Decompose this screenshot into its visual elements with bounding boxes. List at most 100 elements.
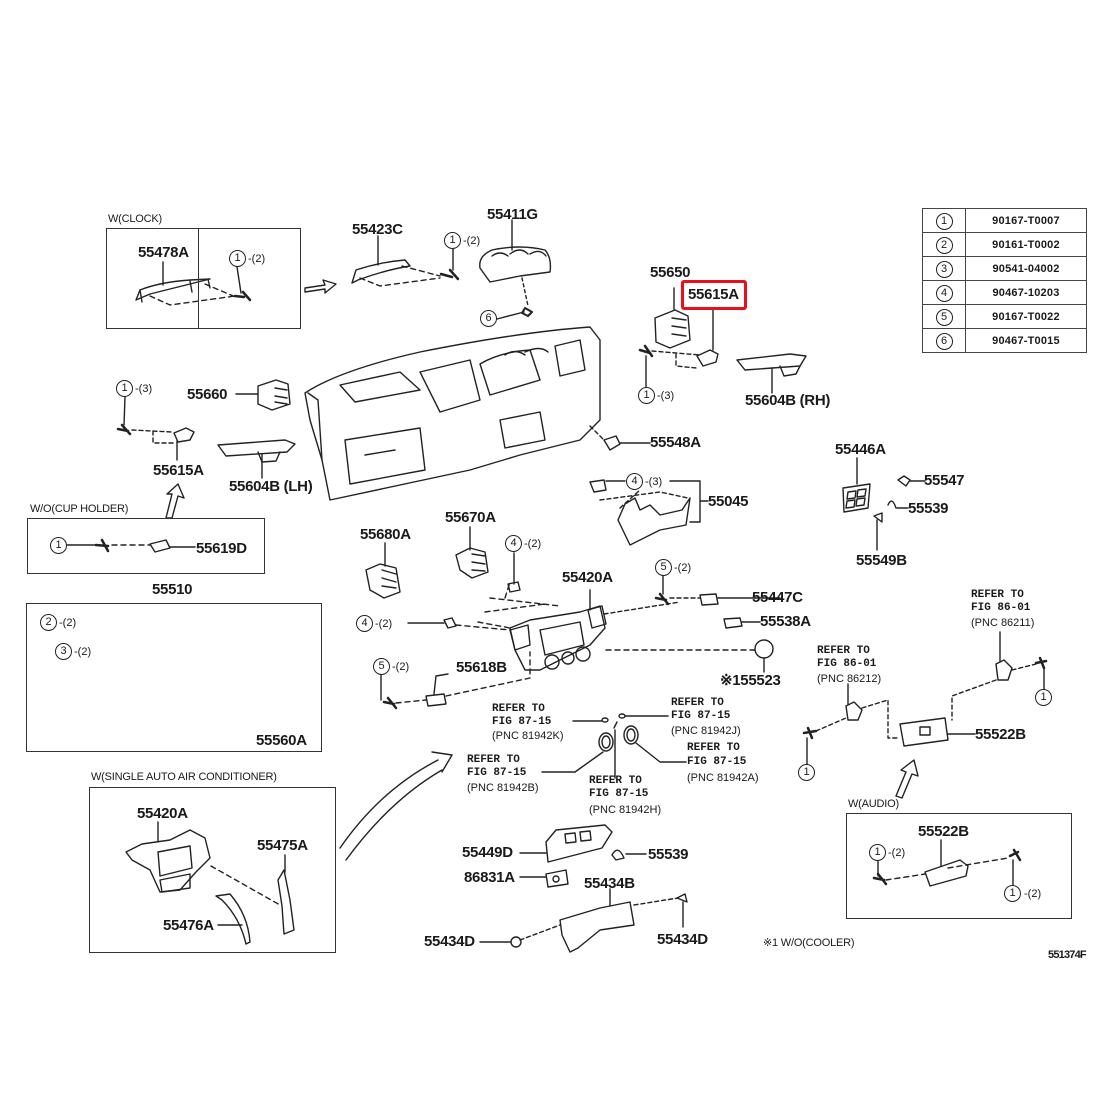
fastener-part-number[interactable]: 90541-04002 xyxy=(965,256,1087,281)
fastener-callout-circle[interactable]: 6 xyxy=(480,310,497,327)
fastener-callout-circle[interactable]: 1 xyxy=(638,387,655,404)
fastener-callout-circle[interactable]: 4 xyxy=(356,615,373,632)
part-label-55411G[interactable]: 55411G xyxy=(487,206,538,223)
reference-pnc: (PNC 81942H) xyxy=(589,804,662,816)
reference-line1: REFER TO xyxy=(671,697,724,709)
part-55680A-shape xyxy=(365,542,401,599)
fastener-callout-qty: -(2) xyxy=(524,538,542,550)
fastener-callout-circle[interactable]: 1 xyxy=(1035,689,1052,706)
fastener-part-number[interactable]: 90161-T0002 xyxy=(965,232,1087,257)
part-label-55615A-lh[interactable]: 55615A xyxy=(153,462,204,479)
part-label-55434D-left[interactable]: 55434D xyxy=(424,933,475,950)
group-box-cup-holder xyxy=(27,518,265,574)
figure-id: 551374F xyxy=(1048,949,1087,961)
fastener-part-number[interactable]: 90167-T0007 xyxy=(965,208,1087,233)
part-label-55522B[interactable]: 55522B xyxy=(975,726,1026,743)
part-55446A-shape xyxy=(842,457,871,513)
part-label-55522B-audio[interactable]: 55522B xyxy=(918,823,969,840)
part-55522B-shape xyxy=(899,717,949,747)
fastener-callout-circle[interactable]: 5 xyxy=(373,658,390,675)
reference-line2: FIG 87-15 xyxy=(687,756,747,768)
part-label-55549B[interactable]: 55549B xyxy=(856,552,907,569)
fastener-callout-circle[interactable]: 2 xyxy=(40,614,57,631)
fastener-callout-circle[interactable]: 3 xyxy=(55,643,72,660)
arrow-to-55522B xyxy=(895,759,919,799)
part-55449D-shape xyxy=(545,824,613,863)
part-label-55423C[interactable]: 55423C xyxy=(352,221,403,238)
part-label-55523[interactable]: ※155523 xyxy=(720,672,781,689)
group-box-glove-box xyxy=(26,603,322,752)
part-label-55604B-lh[interactable]: 55604B (LH) xyxy=(229,478,313,495)
part-label-55420A[interactable]: 55420A xyxy=(562,569,613,586)
part-label-55650[interactable]: 55650 xyxy=(650,264,691,281)
fastener-callout-circle[interactable]: 1 xyxy=(50,537,67,554)
part-55670A-shape xyxy=(455,526,489,579)
part-label-55619D[interactable]: 55619D xyxy=(196,540,247,557)
reference-line2: FIG 86-01 xyxy=(817,658,877,670)
part-55604B-lh-shape xyxy=(217,439,296,479)
fastener-callout-qty: -(2) xyxy=(1024,888,1042,900)
part-55539-a-shape xyxy=(887,500,897,509)
fastener-callout-circle[interactable]: 1 xyxy=(116,380,133,397)
part-55423C-shape xyxy=(351,235,411,284)
part-label-55618B[interactable]: 55618B xyxy=(456,659,507,676)
fastener-callout-circle[interactable]: 4 xyxy=(626,473,643,490)
part-label-55447C[interactable]: 55447C xyxy=(752,589,803,606)
group-box-audio xyxy=(846,813,1072,919)
part-label-55045[interactable]: 55045 xyxy=(708,493,749,510)
fastener-callout-circle[interactable]: 1 xyxy=(1004,885,1021,902)
part-label-86831A[interactable]: 86831A xyxy=(464,869,515,886)
reference-line2: FIG 87-15 xyxy=(467,767,527,779)
fastener-callout-qty: -(3) xyxy=(645,476,663,488)
clock-screw xyxy=(233,290,252,302)
fastener-callout-circle[interactable]: 5 xyxy=(655,559,672,576)
part-label-55604B-rh[interactable]: 55604B (RH) xyxy=(745,392,831,409)
part-label-55560A[interactable]: 55560A xyxy=(256,732,307,749)
part-label-55660[interactable]: 55660 xyxy=(187,386,228,403)
part-label-55446A[interactable]: 55446A xyxy=(835,441,886,458)
part-label-55420A-ac[interactable]: 55420A xyxy=(137,805,188,822)
fastener-callout-qty: -(2) xyxy=(674,562,692,574)
arrow-to-55615A-lh xyxy=(165,483,185,519)
fastener-callout-circle[interactable]: 4 xyxy=(505,535,522,552)
part-label-55510[interactable]: 55510 xyxy=(152,581,193,598)
fastener-part-number[interactable]: 90167-T0022 xyxy=(965,304,1087,329)
fastener-callout-circle[interactable]: 1 xyxy=(869,844,886,861)
fastener-part-number[interactable]: 90467-T0015 xyxy=(965,328,1087,353)
part-55650-shape xyxy=(654,287,691,349)
part-label-55548A[interactable]: 55548A xyxy=(650,434,701,451)
fastener-callout-circle[interactable]: 1 xyxy=(229,250,246,267)
part-label-55670A[interactable]: 55670A xyxy=(445,509,496,526)
part-label-55476A[interactable]: 55476A xyxy=(163,917,214,934)
arrow-to-55423C xyxy=(304,279,337,294)
part-label-55434D-right[interactable]: 55434D xyxy=(657,931,708,948)
part-55539-b-shape xyxy=(611,849,625,861)
footnote-cooler: ※1 W/O(COOLER) xyxy=(763,937,855,949)
fastener-callout-qty: -(3) xyxy=(657,390,675,402)
part-55615A-rh-shape xyxy=(696,349,719,367)
part-label-55538A[interactable]: 55538A xyxy=(760,613,811,630)
part-label-55475A[interactable]: 55475A xyxy=(257,837,308,854)
part-label-55539-b[interactable]: 55539 xyxy=(648,846,689,863)
part-label-55539-a[interactable]: 55539 xyxy=(908,500,949,517)
reference-line1: REFER TO xyxy=(971,589,1024,601)
part-label-55449D[interactable]: 55449D xyxy=(462,844,513,861)
part-label-55680A[interactable]: 55680A xyxy=(360,526,411,543)
fastener-callout-qty: -(2) xyxy=(375,618,393,630)
reference-line1: REFER TO xyxy=(492,703,545,715)
clock-dashed-leaders xyxy=(149,283,239,306)
fastener-callout-circle[interactable]: 1 xyxy=(798,764,815,781)
part-label-55478A[interactable]: 55478A xyxy=(138,244,189,261)
fastener-callout-circle[interactable]: 1 xyxy=(444,232,461,249)
part-label-55547[interactable]: 55547 xyxy=(924,472,965,489)
part-label-55615A-rh[interactable]: 55615A xyxy=(688,286,739,303)
part-label-55434B[interactable]: 55434B xyxy=(584,875,635,892)
fastener-part-number[interactable]: 90467-10203 xyxy=(965,280,1087,305)
part-55434B-shape xyxy=(559,901,635,953)
